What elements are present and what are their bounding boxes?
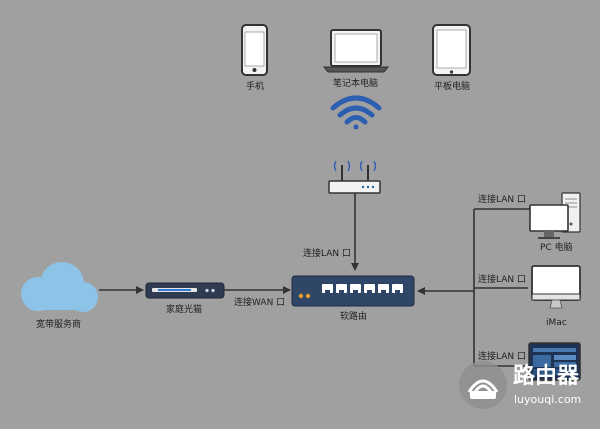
pc-label: PC 电脑 xyxy=(540,243,573,253)
wireless-access-point-icon xyxy=(328,160,381,194)
imac-label: iMac xyxy=(546,318,567,328)
wifi-icon xyxy=(330,95,382,130)
imac-icon xyxy=(531,265,581,309)
laptop-icon xyxy=(322,29,390,73)
modem-label: 家庭光猫 xyxy=(166,305,203,315)
lan-port-label-top: 连接LAN 口 xyxy=(303,249,351,259)
monitor-icon xyxy=(528,342,581,381)
router-icon xyxy=(291,275,415,307)
phone-label: 手机 xyxy=(246,82,265,92)
broadband-label: 宽带服务商 xyxy=(36,320,82,330)
lan-trunk-lines xyxy=(417,208,530,367)
tablet-icon xyxy=(432,24,471,76)
watermark-brand: 路由器 xyxy=(513,364,580,389)
cloud-icon xyxy=(21,262,98,312)
tablet-label: 平板电脑 xyxy=(434,82,471,92)
router-label: 软路由 xyxy=(340,312,368,322)
lan-port-label-pc: 连接LAN 口 xyxy=(478,195,526,205)
modem-icon xyxy=(145,282,225,299)
phone-icon xyxy=(241,24,268,76)
lan-port-label-third: 连接LAN 口 xyxy=(478,352,526,362)
watermark-url: luyouqi.com xyxy=(514,393,582,406)
laptop-label: 笔记本电脑 xyxy=(333,79,379,89)
watermark-logo xyxy=(459,361,507,409)
lan-port-label-imac: 连接LAN 口 xyxy=(478,275,526,285)
wan-port-label: 连接WAN 口 xyxy=(234,298,286,308)
pc-icon xyxy=(529,192,581,239)
